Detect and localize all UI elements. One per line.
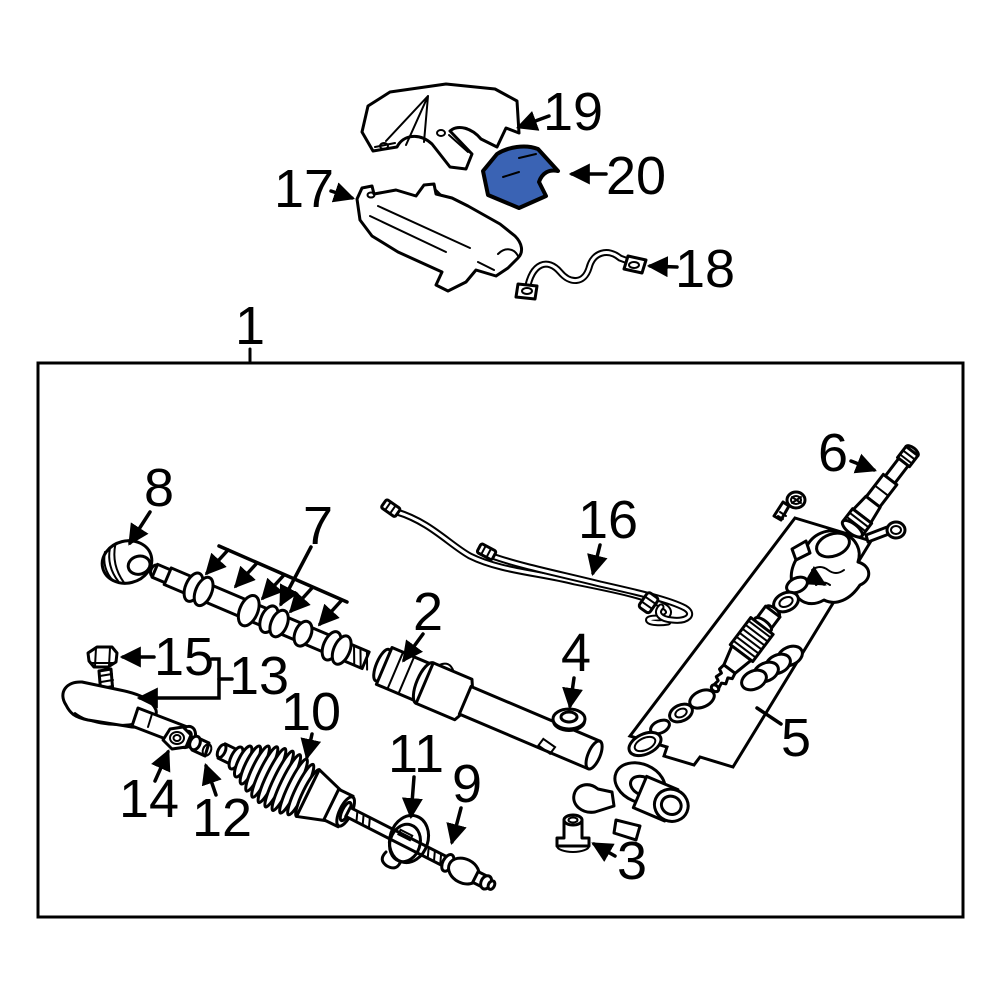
callout-label-15: 15 xyxy=(154,627,214,687)
callout-arrow-6 xyxy=(849,453,877,474)
callout-label-12: 12 xyxy=(192,788,252,848)
callout-label-14: 14 xyxy=(119,769,179,829)
part-bolt-right xyxy=(864,520,907,544)
callout-arrow-9 xyxy=(446,806,467,846)
callout-arrow-3 xyxy=(591,842,617,862)
part-14-lock-nut xyxy=(161,725,193,751)
callout-label-20: 20 xyxy=(606,146,666,206)
part-18-mount-bracket xyxy=(514,249,648,301)
part-4-grommet xyxy=(551,707,587,732)
callout-label-4: 4 xyxy=(561,623,591,683)
callout-arrow-10 xyxy=(300,732,322,761)
callout-label-11: 11 xyxy=(388,724,444,784)
callout-arrow-7e xyxy=(317,599,343,627)
part-15-tie-rod-nut xyxy=(86,645,119,669)
callout-arrow-7b xyxy=(233,561,259,589)
callout-arrow-8 xyxy=(128,510,152,546)
part-12-adjusting-bushing xyxy=(188,734,213,758)
callout-arrows xyxy=(119,110,877,862)
callout-arrow-7c xyxy=(260,573,286,601)
part-7-rack-shaft-with-mounts xyxy=(148,562,371,671)
callout-label-19: 19 xyxy=(543,82,603,142)
callout-arrow-12 xyxy=(201,763,222,797)
part-16-hydraulic-pipes xyxy=(380,498,693,627)
callout-arrow-4 xyxy=(562,676,583,710)
callout-label-8: 8 xyxy=(144,458,174,518)
callout-arrow-17 xyxy=(329,182,355,203)
callout-label-3: 3 xyxy=(617,831,647,891)
callout-label-16: 16 xyxy=(578,490,638,550)
part-5-valve-assembly-group xyxy=(627,516,874,769)
part-8-mount-bushing xyxy=(100,539,154,585)
part-17-lower-heat-shield xyxy=(355,182,524,293)
callout-arrow-2 xyxy=(402,632,425,663)
part-10-bellows-boot xyxy=(215,742,357,829)
callout-label-10: 10 xyxy=(281,682,341,742)
part-19-upper-heat-shield xyxy=(360,82,521,171)
part-bolt-left xyxy=(772,490,807,522)
callout-label-18: 18 xyxy=(675,239,735,299)
assembly-box-frame xyxy=(36,361,965,919)
callout-label-17: 17 xyxy=(274,159,334,219)
callout-5-line xyxy=(755,706,783,726)
callout-arrow-7-main xyxy=(279,545,313,607)
callout-label-2: 2 xyxy=(413,582,443,642)
callout-arrow-14 xyxy=(151,749,171,783)
part-3-mount-bushing-lower xyxy=(555,813,591,853)
callout-label-1: 1 xyxy=(235,296,265,356)
callout-arrow-16 xyxy=(587,543,608,577)
callout-arrow-19 xyxy=(516,110,551,131)
callout-arrow-7d xyxy=(288,586,314,614)
part-2-rack-housing xyxy=(372,645,690,842)
part-20-heat-shield-highlighted xyxy=(481,144,560,210)
callout-label-5: 5 xyxy=(781,708,811,768)
callout-arrow-7a xyxy=(204,548,230,576)
callout-arrow-18 xyxy=(646,256,679,278)
callout-label-13: 13 xyxy=(229,646,289,706)
callout-label-7: 7 xyxy=(303,496,333,556)
callout-label-6: 6 xyxy=(818,423,848,483)
callout-arrow-11 xyxy=(401,775,423,820)
part-6-input-shaft xyxy=(840,444,920,539)
callout-label-9: 9 xyxy=(452,754,482,814)
